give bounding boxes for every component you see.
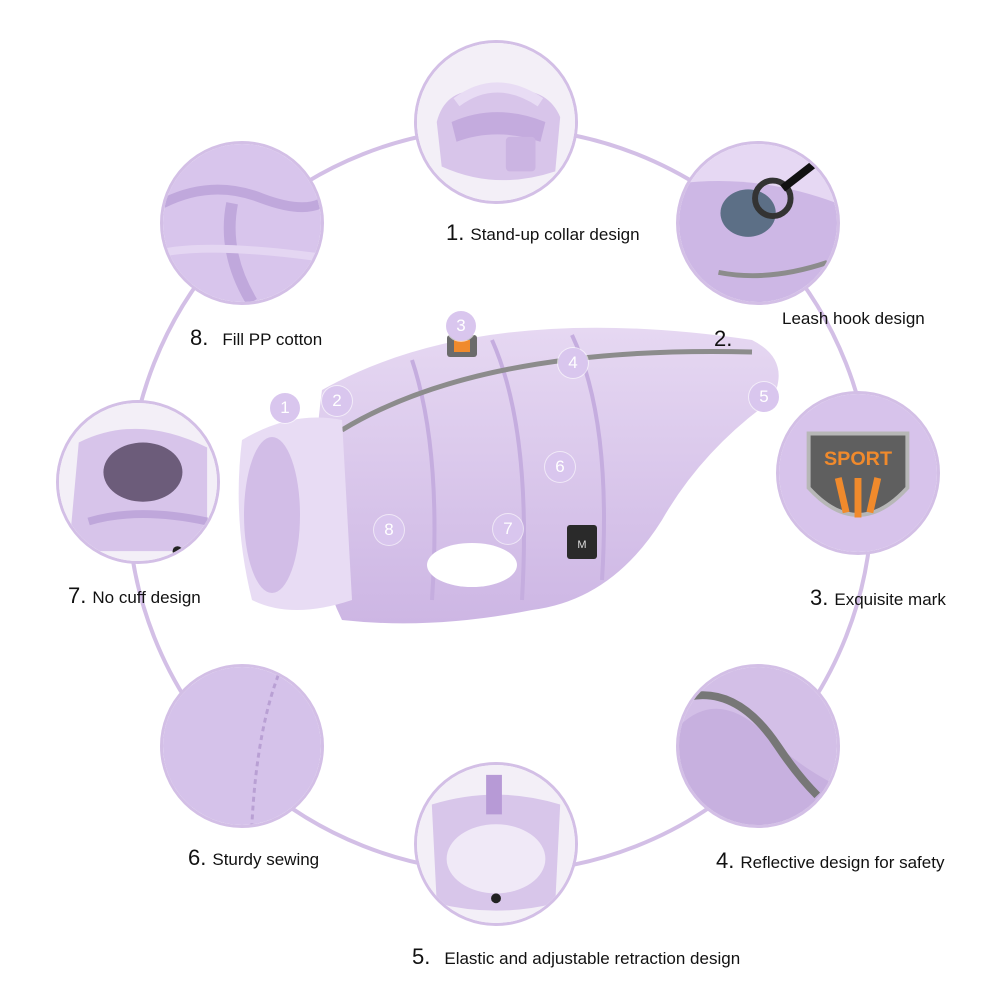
marker-1: 1 xyxy=(270,393,300,423)
detail-sewing-image xyxy=(160,664,324,828)
caption-6-number: 6. xyxy=(188,845,207,870)
caption-3-label: Exquisite mark xyxy=(834,590,946,609)
detail-badge-image: SPORT xyxy=(776,391,940,555)
caption-6-label: Sturdy sewing xyxy=(212,850,320,869)
detail-leash-hook-image xyxy=(676,141,840,305)
marker-5: 5 xyxy=(749,382,779,412)
caption-8: 8. Fill PP cotton xyxy=(190,325,322,351)
caption-8-label: Fill PP cotton xyxy=(222,330,323,349)
caption-4-number: 4. xyxy=(716,848,735,873)
dog-vest-illustration: M xyxy=(238,327,779,624)
caption-4-label: Reflective design for safety xyxy=(740,853,945,872)
caption-4: 4. Reflective design for safety xyxy=(716,848,944,874)
caption-1: 1. Stand-up collar design xyxy=(446,220,640,246)
marker-8: 8 xyxy=(374,515,404,545)
caption-7-label: No cuff design xyxy=(92,588,201,607)
marker-7: 7 xyxy=(493,514,523,544)
size-tag-text: M xyxy=(577,539,586,551)
badge-text: SPORT xyxy=(824,448,892,470)
caption-7: 7. No cuff design xyxy=(68,583,201,609)
caption-6: 6. Sturdy sewing xyxy=(188,845,319,871)
marker-4: 4 xyxy=(558,348,588,378)
caption-3: 3. Exquisite mark xyxy=(810,585,946,611)
detail-collar-image xyxy=(414,40,578,204)
caption-5: 5. Elastic and adjustable retraction des… xyxy=(412,944,740,970)
detail-reflective-image xyxy=(676,664,840,828)
caption-1-number: 1. xyxy=(446,220,465,245)
caption-3-number: 3. xyxy=(810,585,829,610)
detail-padding-image xyxy=(160,141,324,305)
caption-2-number: 2. xyxy=(714,326,733,351)
caption-5-number: 5. xyxy=(412,944,431,969)
caption-2-label: Leash hook design xyxy=(782,309,925,328)
caption-8-number: 8. xyxy=(190,325,209,350)
detail-elastic-hem-image xyxy=(414,762,578,926)
caption-1-label: Stand-up collar design xyxy=(470,225,640,244)
marker-2: 2 xyxy=(322,386,352,416)
marker-6: 6 xyxy=(545,452,575,482)
caption-5-label: Elastic and adjustable retraction design xyxy=(444,949,741,968)
detail-cuff-image xyxy=(56,400,220,564)
caption-7-number: 7. xyxy=(68,583,87,608)
marker-3: 3 xyxy=(446,311,476,341)
